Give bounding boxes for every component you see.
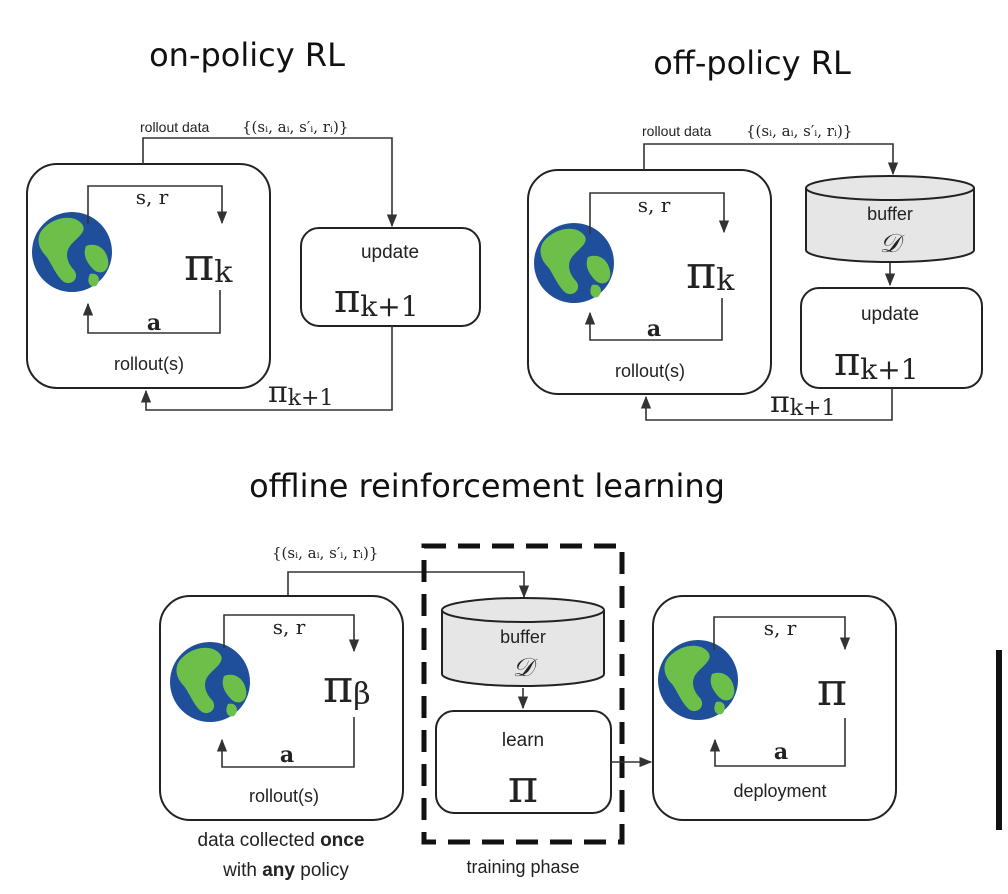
- policy-pi-beta: πβ: [323, 659, 371, 713]
- action-arrow: [82, 290, 221, 334]
- deployment-label: deployment: [733, 781, 826, 801]
- rollout-data-flow: [142, 137, 398, 228]
- buffer-cylinder-body: [441, 610, 605, 687]
- any-policy-note: with any policy: [222, 860, 349, 881]
- environment-globe-icon: [170, 642, 250, 722]
- action-label: a: [774, 739, 788, 765]
- buffer-cylinder-top: [441, 597, 605, 623]
- update-label: update: [861, 304, 919, 325]
- policy-pi-k: πk: [686, 245, 735, 299]
- training-phase-region: [421, 543, 625, 845]
- policy-pi-k1: πk+1: [334, 276, 419, 323]
- returned-policy-label: πk+1: [770, 385, 835, 421]
- buffer-label: buffer: [500, 627, 546, 647]
- transition-set-label: {(sᵢ, aᵢ, s′ᵢ, rᵢ)}: [272, 544, 378, 562]
- update-label: update: [361, 242, 419, 263]
- action-arrow: [216, 717, 355, 768]
- action-arrow: [709, 718, 846, 767]
- rollouts-label: rollout(s): [615, 361, 685, 381]
- transition-set-label: {(sᵢ, aᵢ, s′ᵢ, rᵢ)}: [746, 122, 852, 140]
- offline-buffer: buffer 𝒟: [441, 597, 605, 687]
- environment-globe-icon: [534, 223, 614, 303]
- state-reward-arrow: [223, 614, 360, 653]
- returned-policy-label: πk+1: [268, 375, 333, 411]
- policy-pi-k: πk: [184, 237, 233, 291]
- action-label: a: [280, 742, 294, 768]
- buffer-cylinder-top: [805, 175, 975, 201]
- edge-bar: [996, 650, 1002, 830]
- environment-globe-icon: [658, 640, 738, 720]
- rollout-data-label: rollout data: [140, 119, 209, 135]
- state-reward-arrow: [589, 192, 730, 234]
- rollouts-label: rollout(s): [249, 786, 319, 806]
- state-reward-label: s, r: [764, 616, 797, 640]
- rollouts-label: rollout(s): [114, 354, 184, 374]
- learn-label: learn: [502, 730, 544, 751]
- on-policy-title: on-policy RL: [149, 36, 345, 74]
- buffer-label: buffer: [867, 204, 913, 224]
- offline-panel: offline reinforcement learning {(sᵢ, aᵢ,…: [159, 467, 897, 881]
- action-label: a: [147, 310, 161, 336]
- action-arrow: [584, 298, 723, 341]
- buffer-cylinder-body: [805, 188, 975, 263]
- state-reward-arrow: [87, 185, 228, 225]
- off-policy-panel: off-policy RL rollout data {(sᵢ, aᵢ, s′ᵢ…: [527, 44, 983, 421]
- on-policy-panel: on-policy RL rollout data {(sᵢ, aᵢ, s′ᵢ,…: [26, 36, 481, 411]
- deployed-policy-pi: π: [817, 662, 847, 716]
- action-label: a: [647, 316, 661, 342]
- policy-return-flow: [140, 326, 393, 411]
- state-reward-label: s, r: [273, 615, 306, 639]
- data-collected-note: data collected once: [198, 830, 365, 851]
- state-reward-label: s, r: [136, 185, 169, 209]
- off-policy-title: off-policy RL: [653, 44, 851, 82]
- offline-title: offline reinforcement learning: [249, 467, 725, 505]
- update-box: [300, 227, 481, 327]
- rollout-data-label: rollout data: [642, 123, 711, 139]
- learned-policy-pi: π: [508, 759, 538, 813]
- policy-pi-k1: πk+1: [834, 339, 919, 386]
- environment-globe-icon: [32, 212, 112, 292]
- transition-set-label: {(sᵢ, aᵢ, s′ᵢ, rᵢ)}: [242, 118, 348, 136]
- rollout-data-flow: [643, 143, 899, 176]
- state-reward-arrow: [713, 616, 851, 651]
- replay-buffer: buffer 𝒟: [805, 175, 975, 263]
- training-phase-label: training phase: [466, 857, 579, 877]
- state-reward-label: s, r: [638, 193, 671, 217]
- dataset-flow: [287, 571, 530, 599]
- policy-return-flow: [640, 388, 893, 421]
